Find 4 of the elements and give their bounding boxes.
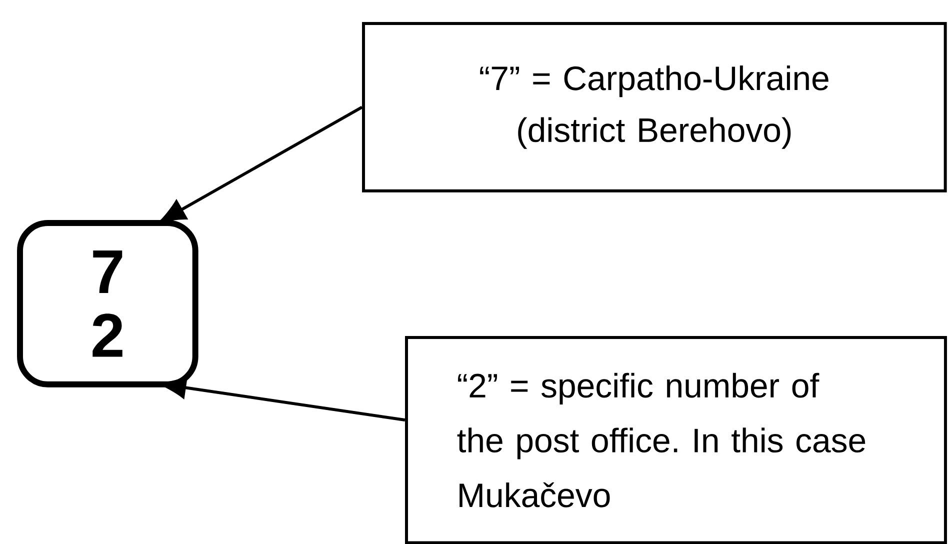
postmark-stamp: 7 2 [17,220,198,388]
arrow [160,106,363,223]
callout-box: “7” = Carpatho-Ukraine (district Berehovo) [362,22,947,192]
callout-box: “2” = specific number of the post office. In this case Mukačevo [405,336,947,544]
